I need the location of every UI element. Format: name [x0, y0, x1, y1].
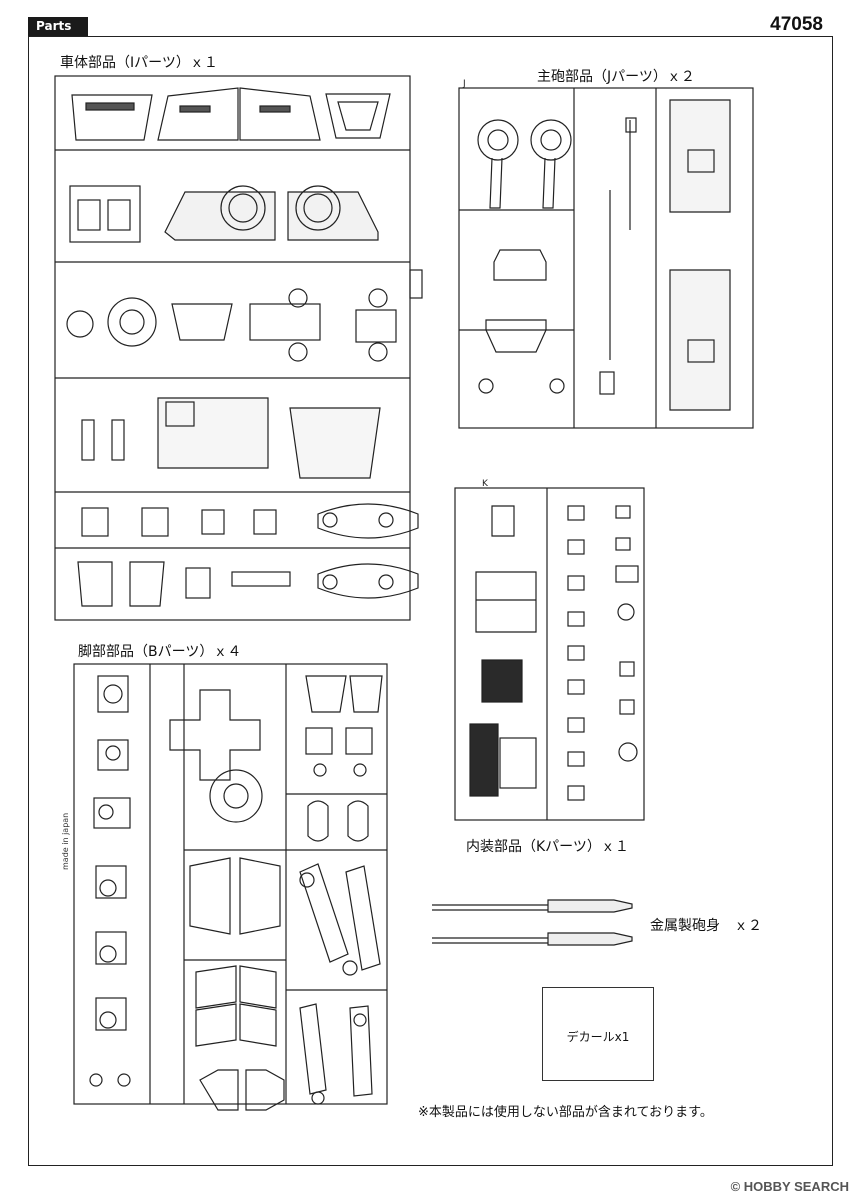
runner-b-sprue: [73, 663, 388, 1111]
runner-k-label: 内装部品（Kパーツ）ｘ１: [466, 839, 629, 855]
section-tag: Parts: [28, 17, 88, 36]
notice-text: ※本製品には使用しない部品が含まれております。: [418, 1105, 713, 1120]
product-number: 47058: [770, 14, 823, 35]
side-print: made in japan: [61, 812, 70, 870]
runner-i-sprue: [54, 75, 423, 621]
watermark: © HOBBY SEARCH: [730, 1179, 849, 1194]
runner-j-label: 主砲部品（Jパーツ）ｘ２: [537, 69, 695, 85]
metal-barrel-label: 金属製砲身 ｘ２: [650, 918, 762, 934]
runner-k-letter: K: [482, 479, 489, 489]
decal-label: デカールx1: [566, 1030, 630, 1044]
decal-sheet: デカールx1: [542, 987, 654, 1081]
runner-j-sprue: J: [458, 79, 754, 429]
metal-barrels: [432, 899, 633, 946]
parts-frame: [28, 36, 833, 1166]
runner-j-letter: J: [462, 79, 466, 89]
runner-i-label: 車体部品（Iパーツ）ｘ１: [60, 55, 218, 71]
runner-b-label: 脚部部品（Bパーツ）ｘ４: [78, 644, 242, 660]
runner-k-sprue: K: [454, 479, 645, 821]
